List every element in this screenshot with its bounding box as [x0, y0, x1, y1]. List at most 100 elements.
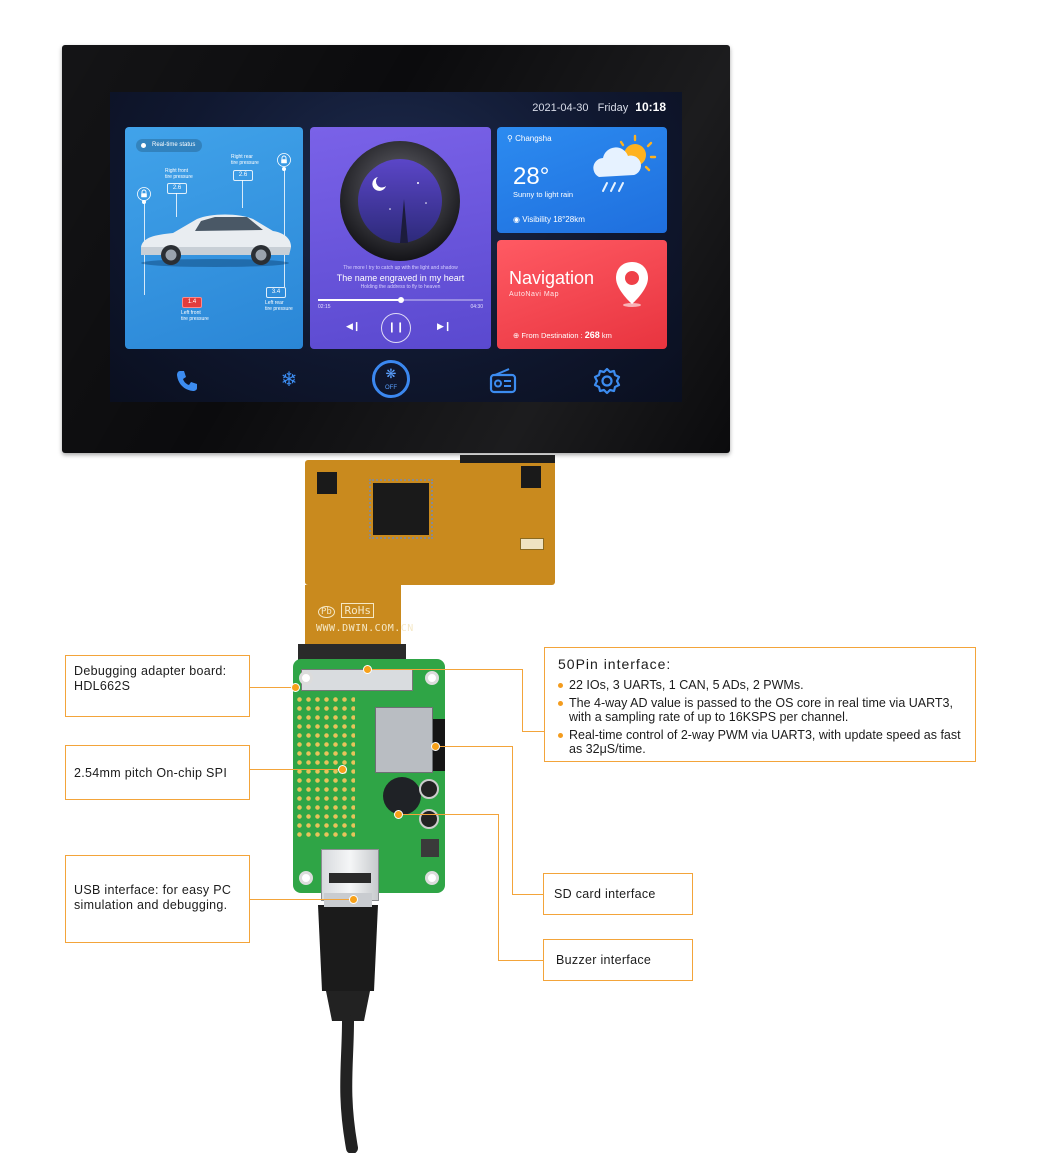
distance-value: 268 [584, 330, 600, 340]
debug-board-callout: Debugging adapter board: HDL662S [65, 655, 250, 717]
leader-point [394, 810, 403, 819]
leader-line [250, 769, 342, 770]
status-time: 10:18 [635, 100, 666, 114]
navigation-title: Navigation [509, 268, 595, 288]
rear-left-leader [284, 169, 285, 287]
distance-unit: km [601, 331, 612, 340]
navigation-subtitle: AutoNavi Map [509, 291, 559, 298]
mount-hole [425, 871, 439, 885]
spi-callout: 2.54mm pitch On-chip SPI [65, 745, 250, 800]
fan-icon: ❋ [385, 366, 397, 381]
leader-line [498, 960, 543, 961]
usb-cable [318, 893, 378, 1153]
music-player-card[interactable]: The more I try to catch up with the ligh… [310, 127, 491, 349]
mcu-pins [369, 479, 433, 539]
weather-card[interactable]: ⚲ Changsha 28° Sunny to light rain ◉ Vis… [497, 127, 667, 233]
leader-line [440, 746, 512, 747]
weather-description: Sunny to light rain [513, 190, 574, 199]
gear-icon[interactable] [593, 367, 621, 395]
sd-card-callout: SD card interface [543, 873, 693, 915]
album-art-disc [340, 141, 460, 261]
sun-cloud-rain-icon [593, 134, 657, 192]
50pin-bullet: Real-time control of 2-way PWM via UART3… [558, 728, 966, 756]
rear-right-value: 2.6 [233, 170, 253, 181]
inductor [421, 839, 439, 857]
leader-line [372, 669, 522, 670]
small-chip [521, 466, 541, 488]
50pin-bullet: The 4-way AD value is passed to the OS c… [558, 696, 966, 724]
sensor-dot [142, 200, 146, 204]
sd-card-slot[interactable] [375, 707, 433, 773]
radio-icon[interactable] [489, 368, 517, 394]
map-pin-icon [616, 262, 648, 307]
leader-line [403, 814, 498, 815]
lyric-current: The name engraved in my heart [336, 273, 465, 283]
destination-distance: ⊕ From Destination : 268 km [513, 330, 612, 340]
next-track-icon[interactable]: ▶❙ [437, 321, 452, 331]
elapsed-time: 02:15 [318, 304, 331, 310]
progress-fill [318, 299, 401, 301]
sd-card-text: SD card interface [554, 887, 656, 901]
leader-point [431, 742, 440, 751]
front-right-value: 2.6 [167, 183, 187, 194]
front-left-label: Left front tire pressure [181, 310, 209, 322]
leader-line [250, 687, 296, 688]
car-status-card[interactable]: Real-time status Right front tire pressu… [125, 127, 303, 349]
pause-button[interactable]: ❙❙ [381, 313, 411, 343]
usb-text: USB interface: for easy PC simulation an… [74, 883, 232, 912]
rohs-mark: RoHs [341, 603, 374, 618]
front-right-label: Right front tire pressure [165, 168, 193, 180]
lyric-previous: The more I try to catch up with the ligh… [343, 265, 458, 271]
leader-line [512, 746, 513, 894]
debug-board-text: Debugging adapter board: HDL662S [74, 664, 227, 693]
weather-temperature: 28° [513, 163, 550, 190]
snowflake-icon[interactable]: ❄ [280, 369, 298, 391]
front-right-leader [176, 193, 177, 217]
fan-off-button[interactable]: ❋ OFF [372, 360, 410, 398]
rear-left-label: Left rear tire pressure [265, 300, 293, 312]
fpc-connector-strip [460, 455, 555, 463]
car-image [141, 214, 291, 267]
leader-line [250, 899, 353, 900]
weather-city: ⚲ Changsha [507, 134, 552, 143]
progress-knob[interactable] [397, 297, 404, 303]
spi-text: 2.54mm pitch On-chip SPI [74, 766, 228, 780]
usb-callout: USB interface: for easy PC simulation an… [65, 855, 250, 943]
lock-icon [277, 153, 291, 167]
fpc-marking: Pb RoHs [318, 603, 374, 618]
buzzer-text: Buzzer interface [556, 953, 652, 967]
usb-port-tongue [329, 873, 371, 883]
navigation-card[interactable]: Navigation AutoNavi Map ⊕ From Destinati… [497, 240, 667, 349]
pb-free-mark: Pb [318, 606, 335, 618]
fpc-connector [520, 538, 544, 550]
playback-progress-bar[interactable] [318, 297, 483, 303]
pause-icon: ❙❙ [387, 322, 405, 333]
leader-line [522, 669, 523, 731]
destination-label: From Destination : [521, 331, 583, 340]
status-weekday: Friday [597, 102, 629, 114]
mount-hole [299, 871, 313, 885]
mcu-chip [373, 483, 429, 535]
previous-track-icon[interactable]: ◀❙ [346, 321, 361, 331]
50pin-callout: 50Pin interface: 22 IOs, 3 UARTs, 1 CAN,… [544, 647, 976, 762]
50pin-title: 50Pin interface: [558, 656, 672, 672]
leader-point [349, 895, 358, 904]
50pin-bullet: 22 IOs, 3 UARTs, 1 CAN, 5 ADs, 2 PWMs. [558, 678, 966, 692]
city-name: Changsha [515, 134, 552, 143]
phone-icon[interactable] [174, 368, 200, 394]
sensor-dot [282, 167, 286, 171]
leader-line [498, 814, 499, 960]
fan-off-label: OFF [385, 385, 397, 391]
buzzer-callout: Buzzer interface [543, 939, 693, 981]
50pin-fpc-socket[interactable] [301, 669, 413, 691]
rear-right-leader [242, 180, 243, 208]
track-duration: 04:30 [470, 304, 483, 310]
status-date: 2021-04-30 [532, 102, 589, 114]
location-pin-icon: ⚲ [507, 134, 513, 143]
lcd-screen: 2021-04-30 Friday 10:18 Real-time status… [110, 92, 682, 402]
leader-line [512, 894, 543, 895]
leader-point [363, 665, 372, 674]
realtime-status-chip[interactable]: Real-time status [136, 139, 203, 152]
crosshair-icon: ⊕ [513, 331, 520, 340]
capacitor [419, 809, 439, 829]
